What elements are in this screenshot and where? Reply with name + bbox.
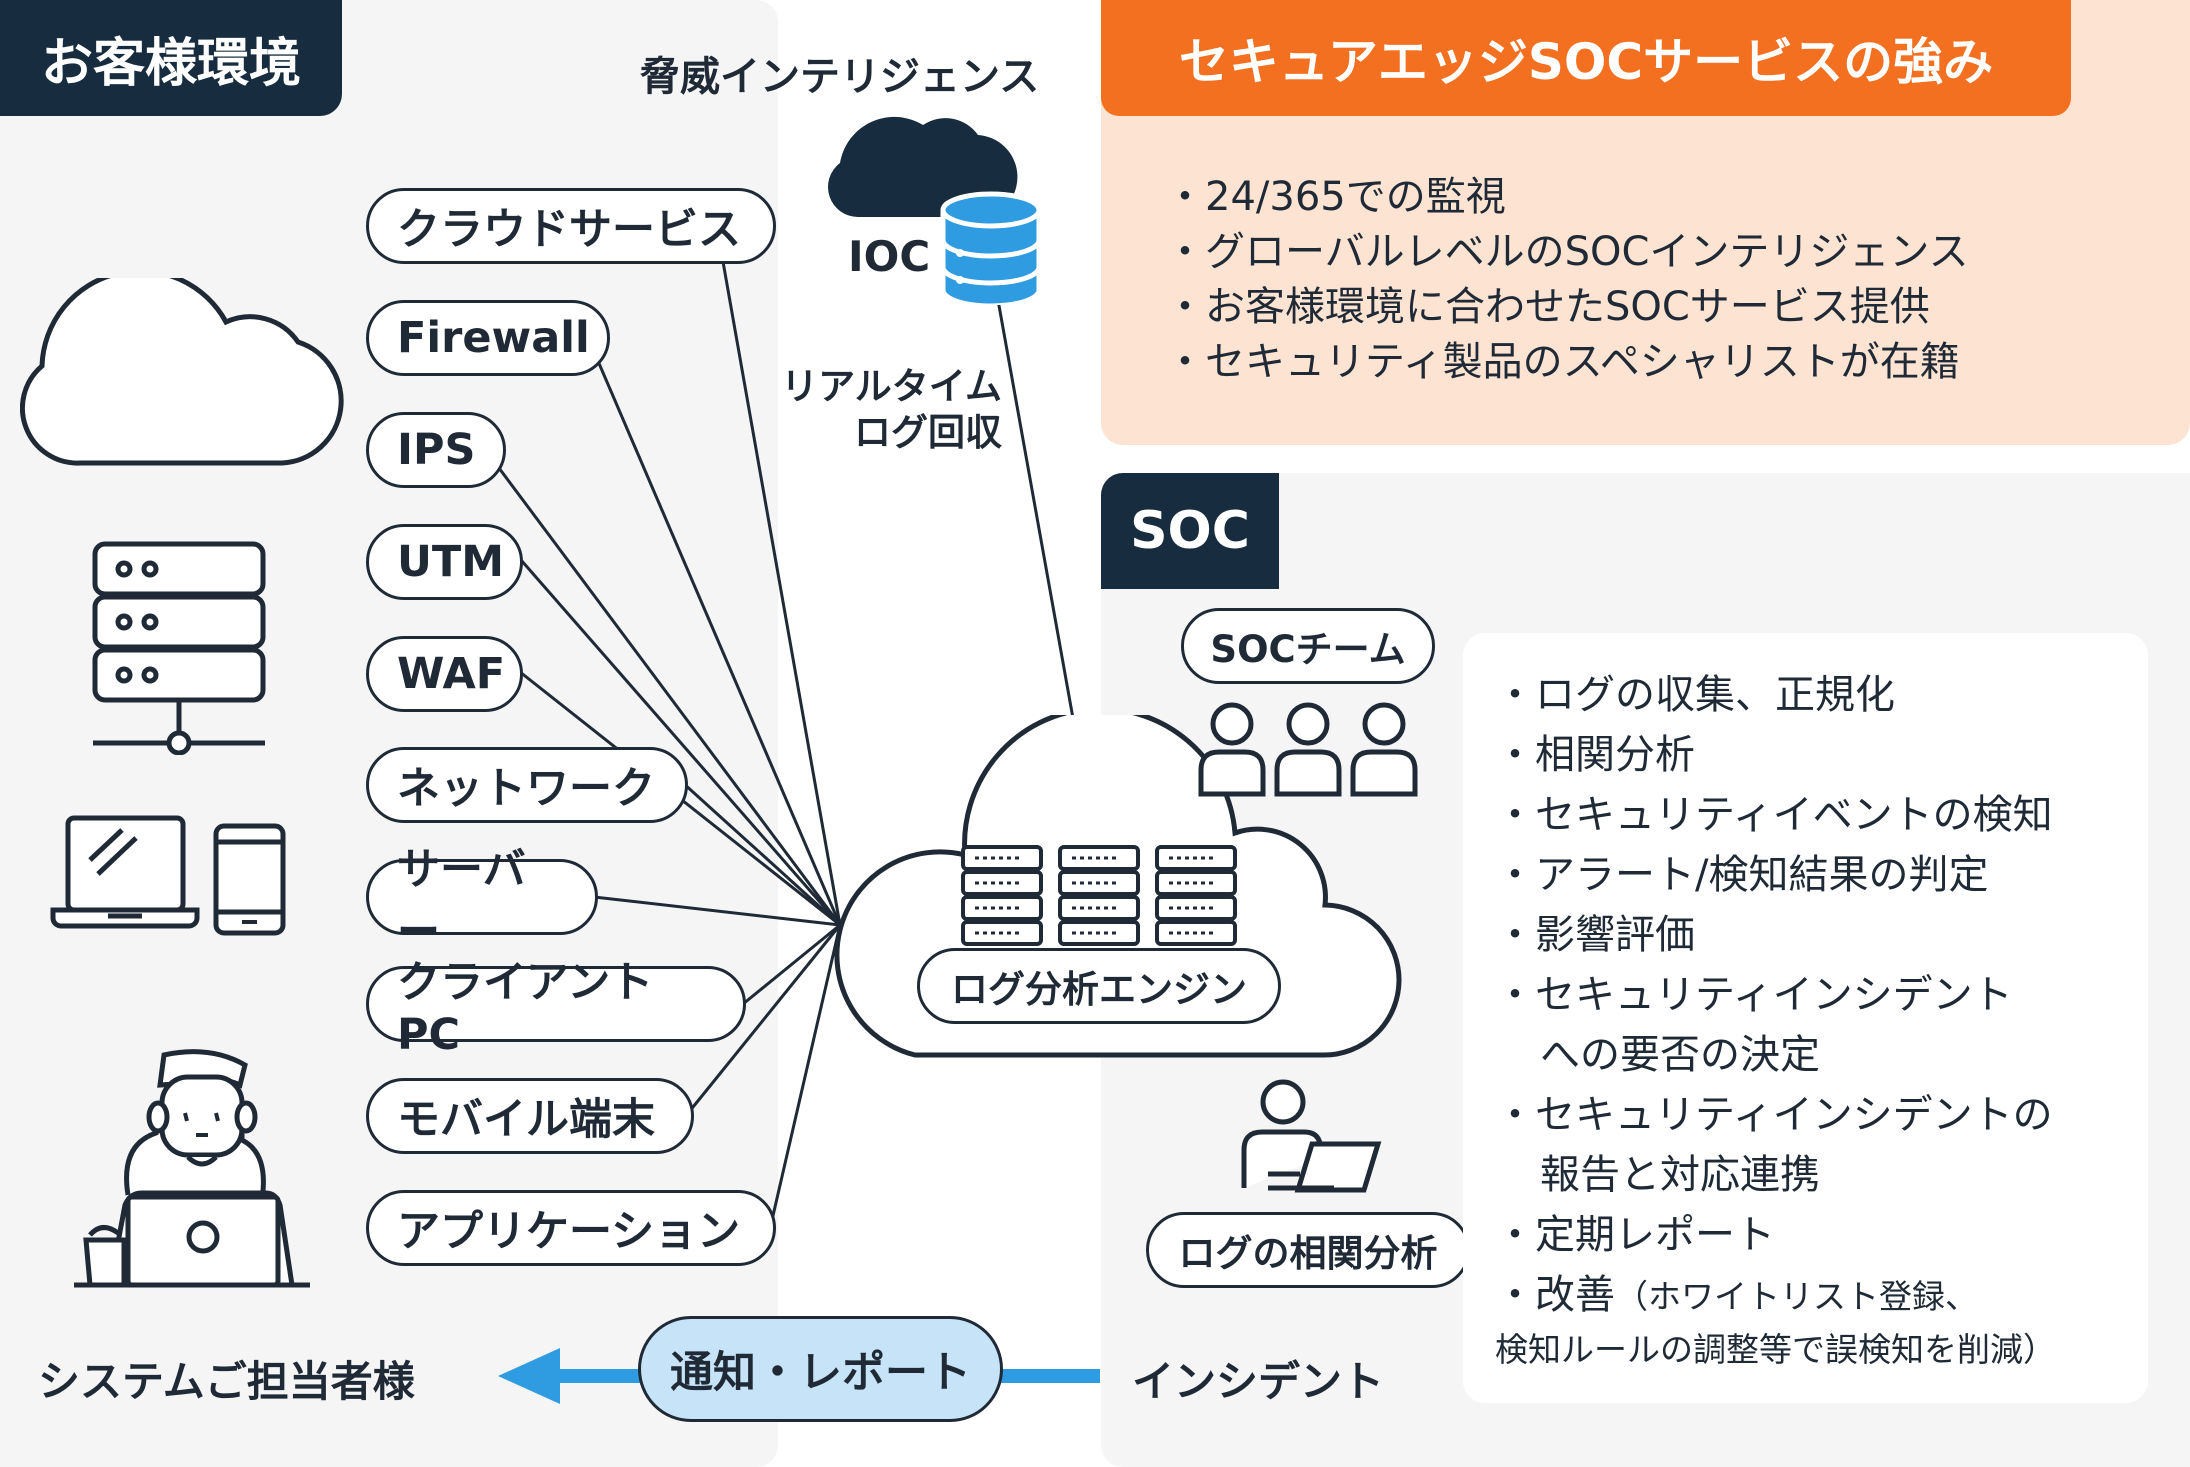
analyst-at-laptop-icon [1241,1079,1382,1193]
source-waf: WAF [366,636,523,712]
soc-item-incident-decision-cont: への要否の決定 [1540,1032,1820,1078]
source-firewall: Firewall [366,300,610,376]
soc-item-event-detection: ・セキュリティイベントの検知 [1495,792,2053,838]
server-icon [92,541,266,755]
incident-label: インシデント [1132,1357,1385,1406]
soc-tag: SOC [1101,473,1279,589]
strength-item: ・お客様環境に合わせたSOCサービス提供 [1165,284,1930,330]
realtime-label-line1: リアルタイム [781,365,1002,408]
soc-item-incident-report-cont: 報告と対応連携 [1540,1152,1820,1198]
cloud-icon [20,278,344,466]
soc-team-label: SOCチーム [1181,608,1435,684]
soc-item-improvement-note: （ホワイトリスト登録、 [1615,1277,1978,1316]
soc-team-people-icon [1198,702,1418,797]
system-admin-label: システムご担当者様 [38,1357,415,1406]
soc-item-correlation: ・相関分析 [1495,732,1695,778]
realtime-label-line2: ログ回収 [854,411,1002,454]
soc-item-regular-report: ・定期レポート [1495,1212,1775,1258]
soc-item-improvement-cont: 検知ルールの調整等で誤検知を削減） [1495,1330,2056,1369]
soc-item-improvement: ・改善（ホワイトリスト登録、 [1495,1265,2056,1327]
soc-services-list: ・ログの収集、正規化 ・相関分析 ・セキュリティイベントの検知 ・アラート/検知… [1495,665,2056,1373]
strength-item: ・グローバルレベルのSOCインテリジェンス [1165,229,1969,275]
source-cloud-service: クラウドサービス [366,188,776,264]
soc-item-log-collection: ・ログの収集、正規化 [1495,672,1895,718]
smartphone-icon [213,823,286,936]
strength-item: ・セキュリティ製品のスペシャリストが在籍 [1165,339,1960,385]
source-server: サーバー [366,845,598,957]
strengths-tag: セキュアエッジSOCサービスの強み [1101,0,2071,116]
strengths-list: ・24/365での監視 ・グローバルレベルのSOCインテリジェンス ・お客様環境… [1165,170,1969,390]
log-analysis-engine-label: ログ分析エンジン [917,948,1281,1024]
soc-item-incident-decision: ・セキュリティインシデント [1495,972,2013,1018]
threat-intelligence-title: 脅威インテリジェンス [640,54,1040,100]
source-utm: UTM [366,524,523,600]
soc-services-box [1463,633,2148,1403]
soc-item-impact-assessment: ・影響評価 [1495,912,1695,958]
ioc-label: IOC [848,232,931,281]
user-at-laptop-icon [74,1049,310,1288]
log-correlation-analysis-label: ログの相関分析 [1146,1212,1470,1288]
notification-report-pill: 通知・レポート [638,1316,1003,1422]
strength-item: ・24/365での監視 [1165,174,1506,220]
source-client-pc: クライアントPC [366,958,746,1060]
realtime-log-collection-label: リアルタイム ログ回収 [778,364,1002,456]
source-mobile-device: モバイル端末 [366,1078,694,1154]
source-ips: IPS [366,412,506,488]
soc-item-incident-report: ・セキュリティインシデントの [1495,1092,2053,1138]
source-application: アプリケーション [366,1190,776,1266]
soc-item-alert-judgement: ・アラート/検知結果の判定 [1495,852,1989,898]
customer-environment-tag: お客様環境 [0,0,342,116]
threat-intel-cloud-database-icon [828,116,1042,305]
laptop-icon [50,815,200,929]
source-network: ネットワーク [366,747,688,823]
soc-item-improvement-main: ・改善 [1495,1272,1615,1318]
